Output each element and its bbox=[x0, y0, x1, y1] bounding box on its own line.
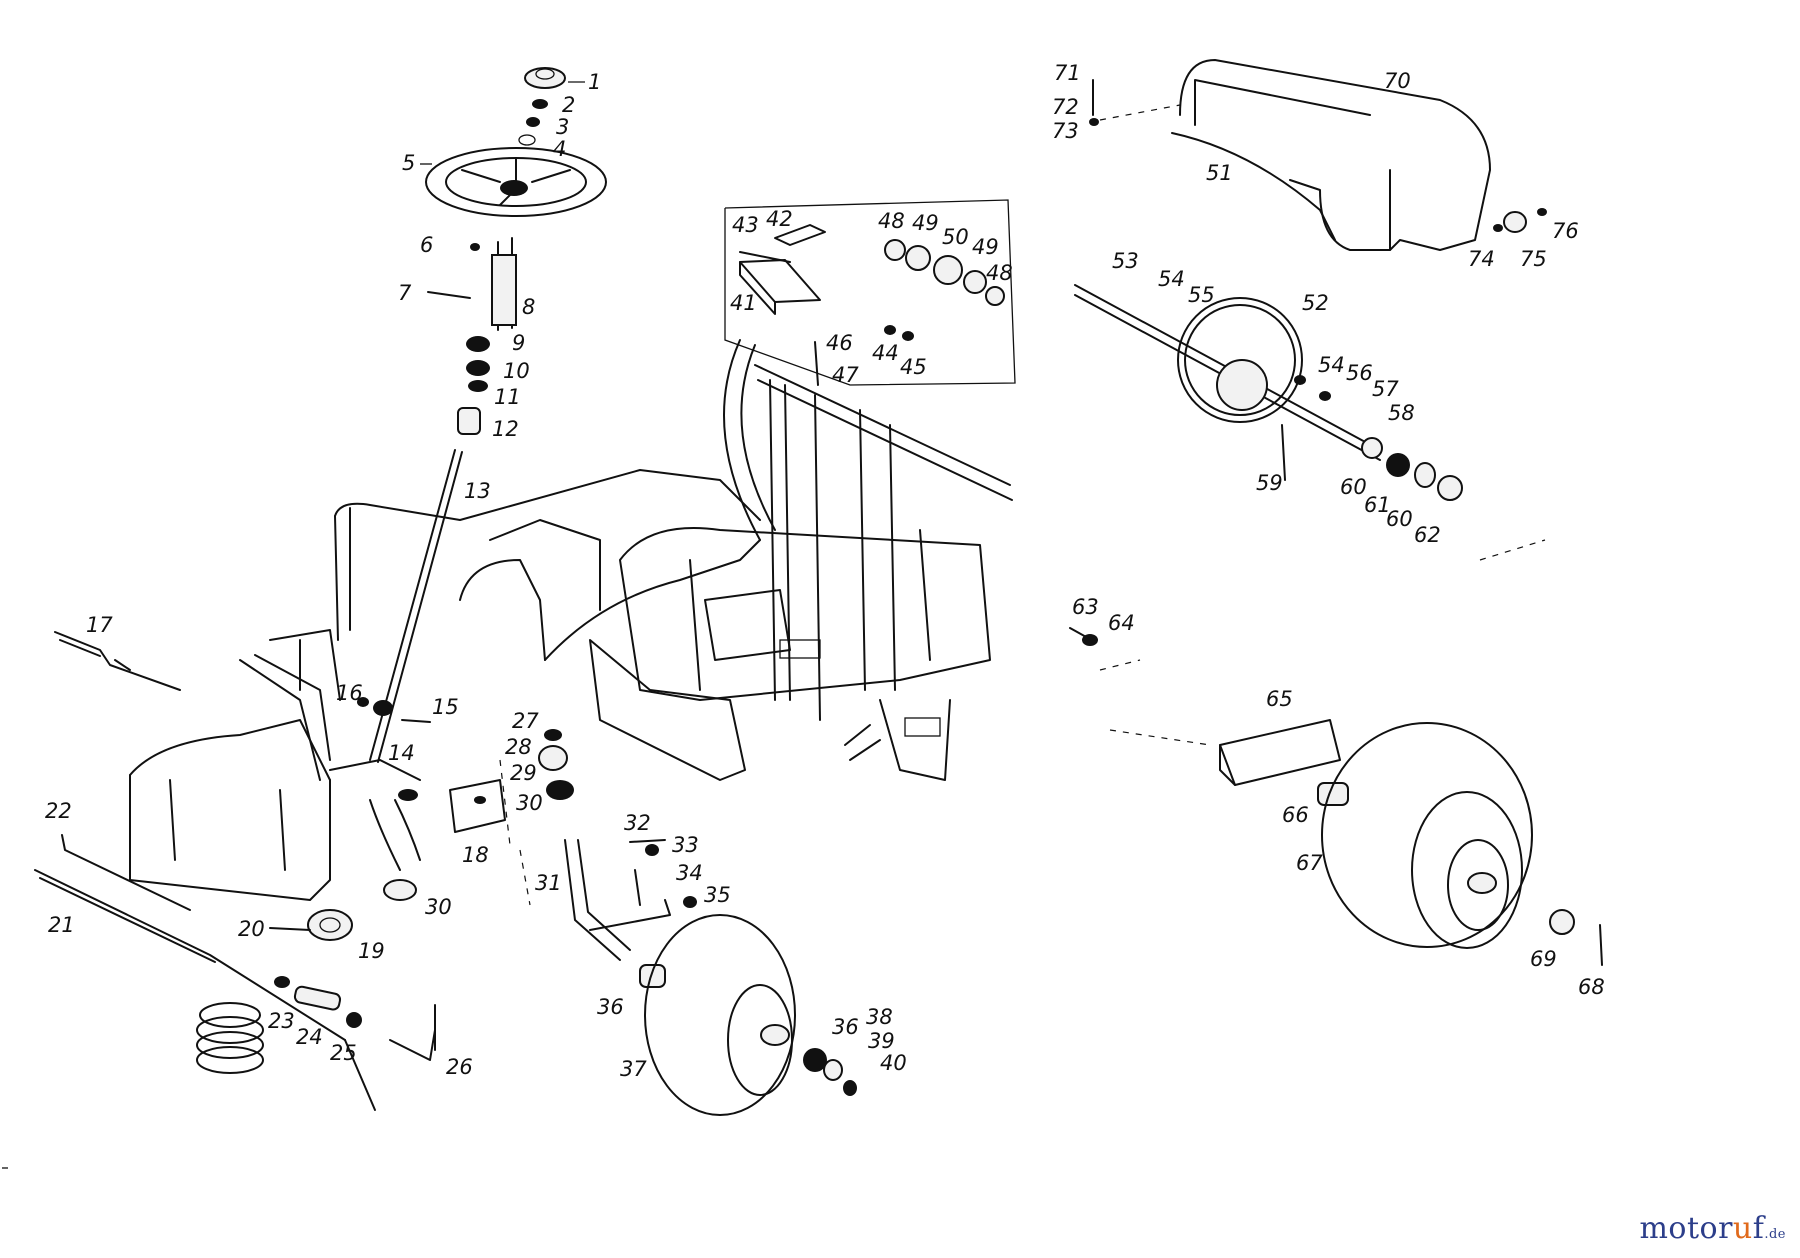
callout-72: 72 bbox=[1052, 95, 1079, 119]
callout-52: 52 bbox=[1302, 291, 1329, 315]
callout-61: 61 bbox=[1364, 493, 1391, 517]
callout-37: 37 bbox=[620, 1057, 647, 1081]
callout-54b: 54 bbox=[1318, 353, 1345, 377]
callout-73: 73 bbox=[1052, 119, 1079, 143]
callout-64: 64 bbox=[1108, 611, 1135, 635]
callout-59: 59 bbox=[1256, 471, 1283, 495]
callout-3: 3 bbox=[556, 115, 569, 139]
callout-49b: 49 bbox=[972, 235, 999, 259]
linkage-parts bbox=[34, 631, 436, 1111]
callout-2: 2 bbox=[562, 93, 575, 117]
callout-26: 26 bbox=[446, 1055, 473, 1079]
callout-21: 21 bbox=[48, 913, 75, 937]
callout-27: 27 bbox=[512, 709, 539, 733]
callout-74: 74 bbox=[1468, 247, 1495, 271]
front-wheel bbox=[564, 839, 857, 1116]
callout-13: 13 bbox=[464, 479, 491, 503]
rear-wheel bbox=[1069, 539, 1603, 966]
callout-58: 58 bbox=[1388, 401, 1415, 425]
callout-15: 15 bbox=[432, 695, 459, 719]
callout-31: 31 bbox=[535, 871, 562, 895]
callout-68: 68 bbox=[1578, 975, 1605, 999]
callout-45: 45 bbox=[900, 355, 927, 379]
callout-42: 42 bbox=[766, 207, 793, 231]
callout-17: 17 bbox=[86, 613, 113, 637]
callout-66: 66 bbox=[1282, 803, 1309, 827]
callout-18: 18 bbox=[462, 843, 489, 867]
motoruf-logo: motoruf.de bbox=[1639, 1211, 1786, 1246]
callout-60: 60 bbox=[1340, 475, 1367, 499]
callout-34: 34 bbox=[676, 861, 703, 885]
callout-44: 44 bbox=[872, 341, 899, 365]
callout-16: 16 bbox=[336, 681, 363, 705]
callout-46: 46 bbox=[826, 331, 853, 355]
callout-29: 29 bbox=[510, 761, 537, 785]
callout-70: 70 bbox=[1384, 69, 1411, 93]
steering-assembly bbox=[357, 67, 607, 763]
callout-65: 65 bbox=[1266, 687, 1293, 711]
callout-69: 69 bbox=[1530, 947, 1557, 971]
callout-36b: 36 bbox=[832, 1015, 859, 1039]
callout-19: 19 bbox=[358, 939, 385, 963]
callout-12: 12 bbox=[492, 417, 519, 441]
callout-40: 40 bbox=[880, 1051, 907, 1075]
callout-53: 53 bbox=[1112, 249, 1139, 273]
callout-23: 23 bbox=[268, 1009, 295, 1033]
callout-38: 38 bbox=[866, 1005, 893, 1029]
callout-76: 76 bbox=[1552, 219, 1579, 243]
callout-1: 1 bbox=[588, 70, 601, 94]
callout-28: 28 bbox=[505, 735, 532, 759]
callout-67: 67 bbox=[1296, 851, 1323, 875]
callout-35: 35 bbox=[704, 883, 731, 907]
callout-36: 36 bbox=[597, 995, 624, 1019]
callout-22: 22 bbox=[45, 799, 72, 823]
callout-32: 32 bbox=[624, 811, 651, 835]
callout-11: 11 bbox=[494, 385, 521, 409]
callout-8: 8 bbox=[522, 295, 535, 319]
callout-48: 48 bbox=[878, 209, 905, 233]
callout-50: 50 bbox=[942, 225, 969, 249]
main-frame bbox=[129, 339, 1013, 901]
callout-62: 62 bbox=[1414, 523, 1441, 547]
rear-cover bbox=[1089, 59, 1547, 251]
callout-57: 57 bbox=[1372, 377, 1399, 401]
callout-7: 7 bbox=[398, 281, 412, 305]
callout-39: 39 bbox=[868, 1029, 895, 1053]
callout-25: 25 bbox=[330, 1041, 357, 1065]
callout-60b: 60 bbox=[1386, 507, 1413, 531]
callout-56: 56 bbox=[1346, 361, 1373, 385]
callout-63: 63 bbox=[1072, 595, 1099, 619]
callout-24: 24 bbox=[296, 1025, 323, 1049]
callout-30b: 30 bbox=[425, 895, 452, 919]
callout-71: 71 bbox=[1054, 61, 1081, 85]
callout-33: 33 bbox=[672, 833, 699, 857]
inset-box bbox=[724, 199, 1016, 386]
callout-14: 14 bbox=[388, 741, 415, 765]
pivot-parts bbox=[398, 729, 574, 906]
callout-10: 10 bbox=[503, 359, 530, 383]
callout-49: 49 bbox=[912, 211, 939, 235]
callout-20: 20 bbox=[238, 917, 265, 941]
callout-30: 30 bbox=[516, 791, 543, 815]
callout-6: 6 bbox=[420, 233, 433, 257]
callout-9: 9 bbox=[512, 331, 525, 355]
callout-54: 54 bbox=[1158, 267, 1185, 291]
callout-labels: 1 2 3 4 5 6 7 8 9 10 11 12 13 14 15 16 1… bbox=[45, 61, 1605, 1081]
callout-47: 47 bbox=[832, 363, 859, 387]
callout-4: 4 bbox=[553, 137, 566, 161]
callout-55: 55 bbox=[1188, 283, 1215, 307]
rear-axle bbox=[1074, 284, 1463, 501]
callout-5: 5 bbox=[402, 151, 415, 175]
callout-41: 41 bbox=[730, 291, 757, 315]
callout-48b: 48 bbox=[986, 261, 1013, 285]
callout-43: 43 bbox=[732, 213, 759, 237]
callout-75: 75 bbox=[1520, 247, 1547, 271]
callout-51: 51 bbox=[1206, 161, 1233, 185]
